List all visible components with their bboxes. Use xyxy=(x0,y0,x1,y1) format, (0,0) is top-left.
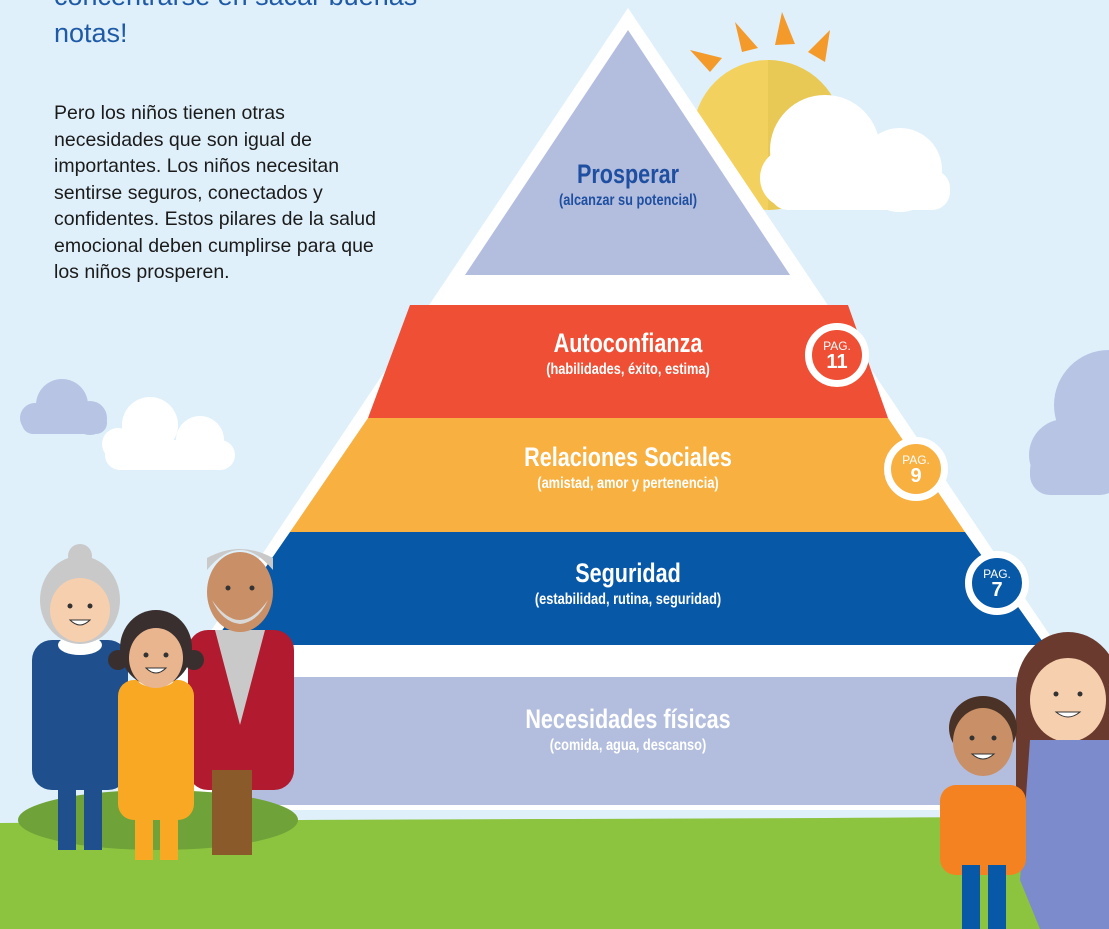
grandmother-figure xyxy=(32,544,128,850)
tier-label-prosperar: Prosperar (alcanzar su potencial) xyxy=(428,158,828,212)
pyramid-tier-prosperar xyxy=(465,30,790,275)
pyramid-tier-seguridad xyxy=(212,532,1045,645)
page-badge-7[interactable]: PAG. 7 xyxy=(965,551,1029,615)
tier-title: Prosperar xyxy=(576,159,680,189)
badge-number: 9 xyxy=(910,465,922,487)
tier-title: Seguridad xyxy=(575,558,681,588)
tier-subtitle: (habilidades, éxito, estima) xyxy=(546,361,710,378)
page-badge-11[interactable]: PAG. 11 xyxy=(805,323,869,387)
mother-figure xyxy=(1016,632,1109,929)
pyramid-tier-autoconfianza xyxy=(368,305,888,418)
tier-label-seguridad: Seguridad (estabilidad, rutina, segurida… xyxy=(428,557,828,611)
boy-figure xyxy=(940,696,1026,929)
tier-subtitle: (estabilidad, rutina, seguridad) xyxy=(534,591,722,608)
badge-prefix: PAG. xyxy=(823,339,851,353)
tier-subtitle: (amistad, amor y pertenencia) xyxy=(537,475,719,492)
tier-label-necesidades-fisicas: Necesidades físicas (comida, agua, desca… xyxy=(428,703,828,757)
grandfather-figure xyxy=(188,549,294,855)
tier-title: Necesidades físicas xyxy=(525,704,731,734)
cloud-right-blue xyxy=(1029,350,1109,495)
page-badge-9[interactable]: PAG. 9 xyxy=(884,437,948,501)
cloud-right-top xyxy=(760,95,950,212)
tier-title: Relaciones Sociales xyxy=(524,442,732,472)
grass-ground xyxy=(0,816,1109,929)
tier-title: Autoconfianza xyxy=(553,328,703,358)
tier-label-relaciones-sociales: Relaciones Sociales (amistad, amor y per… xyxy=(428,441,828,495)
tier-subtitle: (alcanzar su potencial) xyxy=(559,192,697,209)
body-paragraph: Pero los niños tienen otras necesidades … xyxy=(54,102,376,283)
girl-figure xyxy=(108,610,204,860)
cloud-left-blue xyxy=(20,379,107,435)
badge-prefix: PAG. xyxy=(983,567,1011,581)
cloud-left-white xyxy=(102,397,235,470)
badge-number: 7 xyxy=(991,579,1003,601)
badge-prefix: PAG. xyxy=(902,453,930,467)
tier-subtitle: (comida, agua, descanso) xyxy=(549,737,707,754)
tier-label-autoconfianza: Autoconfianza (habilidades, éxito, estim… xyxy=(428,327,828,381)
badge-number: 11 xyxy=(826,351,848,373)
pyramid-tier-relaciones-sociales xyxy=(290,418,965,532)
pyramid-tier-necesidades-fisicas xyxy=(212,677,1057,805)
intro-text: concentrarse en sacar buenas notas! xyxy=(54,0,417,48)
